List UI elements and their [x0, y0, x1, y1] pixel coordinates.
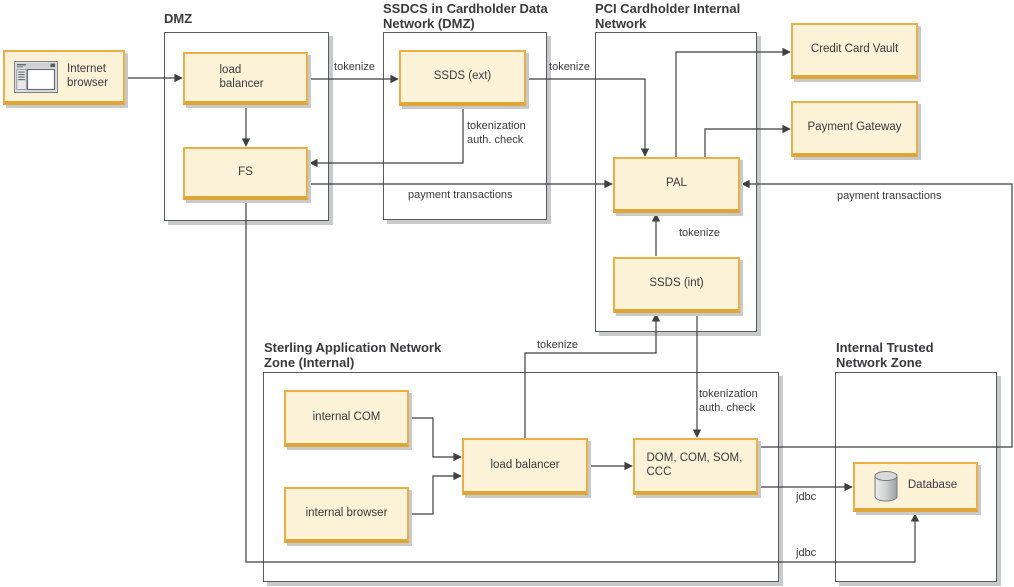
zone-title-line: SSDCS in Cardholder Data	[383, 1, 548, 16]
edge-label-jdbc-dom-to-database: jdbc	[796, 491, 817, 503]
node-label: Internet browser	[67, 63, 108, 89]
edge-label-tokenize-lb-to-ssds-ext: tokenize	[334, 61, 375, 73]
node-fs: FS	[183, 147, 308, 200]
node-label: load balancer	[490, 458, 560, 471]
node-load-balancer-dmz: load balancer	[183, 52, 308, 105]
node-ssds-int: SSDS (int)	[613, 257, 740, 313]
node-label: SSDS (ext)	[433, 70, 492, 83]
edge-label-payment-transactions-dom-to-pal: payment transactions	[837, 190, 942, 202]
zone-title-line: Network (DMZ)	[383, 15, 475, 31]
node-label: DOM, COM, SOM, CCC	[646, 452, 743, 478]
edge-label-tokenization-auth-check-to-fs: tokenization auth. check	[467, 120, 526, 146]
node-pal: PAL	[613, 157, 740, 213]
zone-title-trusted: Internal Trusted Network Zone	[836, 340, 934, 370]
zone-title-sterling: Sterling Application Network Zone (Inter…	[264, 340, 442, 370]
node-label: FS	[238, 165, 253, 178]
node-label: load balancer	[219, 64, 264, 90]
zone-title-dmz: DMZ	[164, 11, 193, 27]
browser-window-icon	[14, 60, 58, 93]
node-label: SSDS (int)	[649, 277, 704, 290]
node-internal-browser: internal browser	[284, 487, 409, 543]
edge-label-jdbc-fs-to-database: jdbc	[796, 547, 817, 559]
database-cylinder-icon	[874, 470, 898, 501]
zone-title-line: PCI Cardholder Internal	[595, 1, 741, 16]
node-label: internal COM	[312, 410, 381, 423]
node-label: Credit Card Vault	[810, 43, 899, 56]
node-database: Database	[853, 462, 978, 512]
edge-label-tokenize-ssds-ext-to-pal: tokenize	[549, 61, 590, 73]
node-label: PAL	[666, 177, 687, 190]
node-dom-com-som-ccc: DOM, COM, SOM, CCC	[633, 438, 758, 495]
zone-title-pci: PCI Cardholder Internal Network	[595, 1, 741, 31]
node-credit-card-vault: Credit Card Vault	[791, 23, 918, 79]
zone-title-line: Network Zone	[836, 354, 922, 370]
node-label: internal browser	[305, 507, 388, 520]
zone-title-ssdcs: SSDCS in Cardholder Data Network (DMZ)	[383, 1, 548, 31]
node-label: Payment Gateway	[807, 121, 902, 134]
node-internet-browser: Internet browser	[3, 50, 125, 105]
node-label: Database	[907, 479, 958, 492]
node-internal-com: internal COM	[284, 390, 409, 447]
edge-label-tokenize-ssds-int-to-pal: tokenize	[679, 227, 720, 239]
edge-label-tokenization-auth-check-to-dom: tokenization auth. check	[699, 388, 758, 414]
zone-title-line: DMZ	[164, 11, 193, 26]
zone-title-line: Zone (Internal)	[264, 354, 355, 370]
zone-title-line: Internal Trusted	[836, 340, 934, 355]
node-payment-gateway: Payment Gateway	[791, 101, 918, 157]
node-load-balancer-sterling: load balancer	[462, 438, 588, 495]
zone-title-line: Network	[595, 15, 647, 31]
edge-label-tokenize-lb-to-ssds-int: tokenize	[537, 339, 578, 351]
zone-title-line: Sterling Application Network	[264, 340, 442, 355]
edge-label-payment-transactions-fs-to-pal: payment transactions	[408, 189, 513, 201]
node-ssds-ext: SSDS (ext)	[399, 50, 526, 106]
